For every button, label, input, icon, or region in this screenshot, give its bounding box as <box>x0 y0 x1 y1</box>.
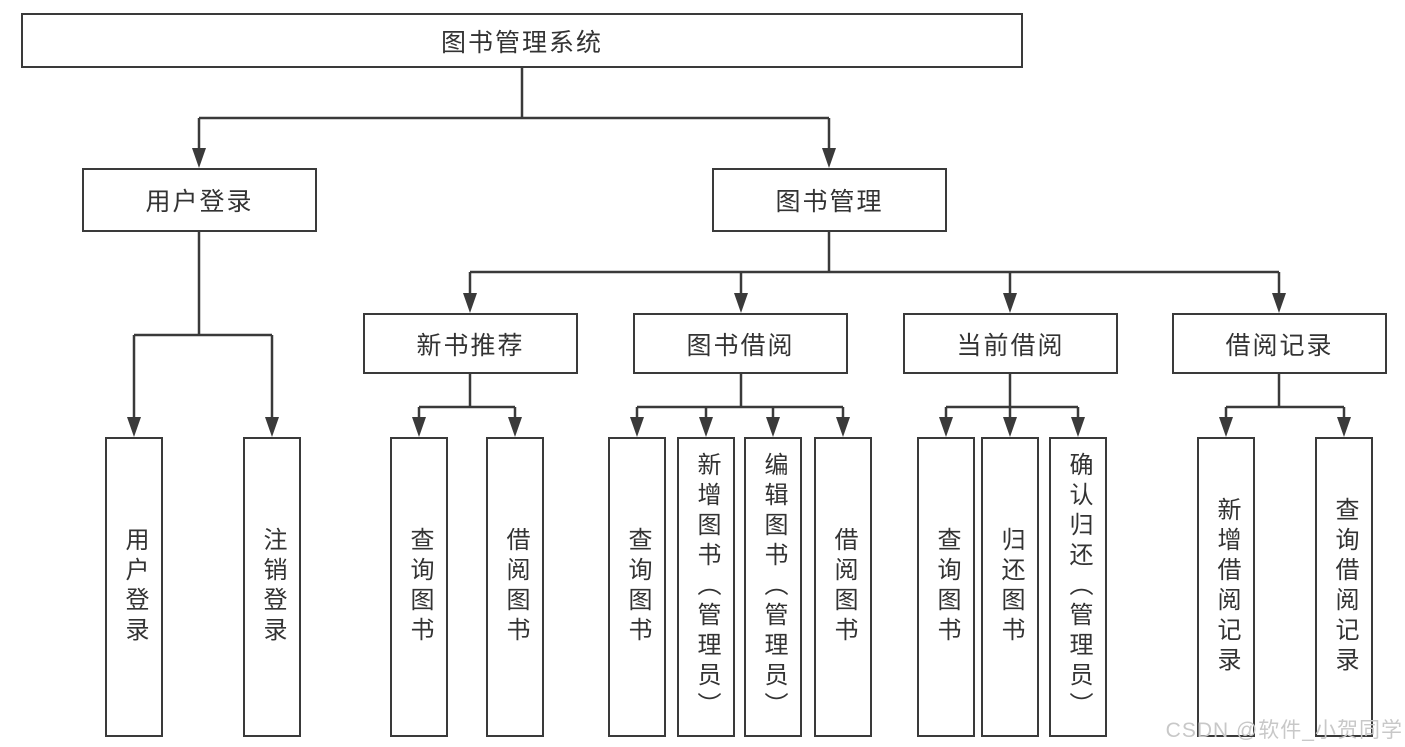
leaf-user-login: 用户登录 <box>105 437 163 737</box>
leaf-borrow-books: 借阅图书 <box>814 437 872 737</box>
node-label: 图书借阅 <box>686 331 795 360</box>
leaf-add-borrow-record: 新增借阅记录 <box>1197 437 1255 737</box>
leaf-add-books-admin: 新增图书（管理员） <box>677 437 735 737</box>
leaf-label: 注销登录 <box>259 527 286 647</box>
leaf-borrow-books-recommend: 借阅图书 <box>486 437 544 737</box>
node-label: 图书管理系统 <box>440 28 603 57</box>
node-book-management: 图书管理 <box>712 168 947 232</box>
node-label: 图书管理 <box>775 188 884 216</box>
leaf-edit-books-admin: 编辑图书（管理员） <box>744 437 802 737</box>
leaf-label: 查询借阅记录 <box>1331 497 1358 677</box>
node-label: 新书推荐 <box>416 331 525 360</box>
leaf-label: 新增借阅记录 <box>1213 497 1240 677</box>
node-book-borrow: 图书借阅 <box>633 313 848 374</box>
leaf-label: 查询图书 <box>933 527 960 647</box>
node-user-login: 用户登录 <box>82 168 317 232</box>
leaf-label: 查询图书 <box>624 527 651 647</box>
leaf-label: 用户登录 <box>121 527 148 647</box>
leaf-label: 新增图书（管理员） <box>693 452 720 722</box>
leaf-query-books-current: 查询图书 <box>917 437 975 737</box>
leaf-return-books: 归还图书 <box>981 437 1039 737</box>
leaf-label: 借阅图书 <box>830 527 857 647</box>
leaf-query-books-borrow: 查询图书 <box>608 437 666 737</box>
node-label: 借阅记录 <box>1225 331 1334 360</box>
watermark: CSDN @软件_小贺同学 <box>1165 719 1403 742</box>
node-root-system: 图书管理系统 <box>21 13 1023 68</box>
leaf-label: 归还图书 <box>997 527 1024 647</box>
node-label: 用户登录 <box>145 188 254 216</box>
node-current-borrow: 当前借阅 <box>903 313 1118 374</box>
leaf-label: 编辑图书（管理员） <box>760 452 787 722</box>
node-new-book-recommend: 新书推荐 <box>363 313 578 374</box>
leaf-label: 确认归还（管理员） <box>1065 452 1092 722</box>
leaf-query-books-recommend: 查询图书 <box>390 437 448 737</box>
leaf-confirm-return-admin: 确认归还（管理员） <box>1049 437 1107 737</box>
leaf-label: 借阅图书 <box>502 527 529 647</box>
node-label: 当前借阅 <box>956 331 1065 360</box>
leaf-logout: 注销登录 <box>243 437 301 737</box>
leaf-query-borrow-record: 查询借阅记录 <box>1315 437 1373 737</box>
node-borrow-records: 借阅记录 <box>1172 313 1387 374</box>
leaf-label: 查询图书 <box>406 527 433 647</box>
